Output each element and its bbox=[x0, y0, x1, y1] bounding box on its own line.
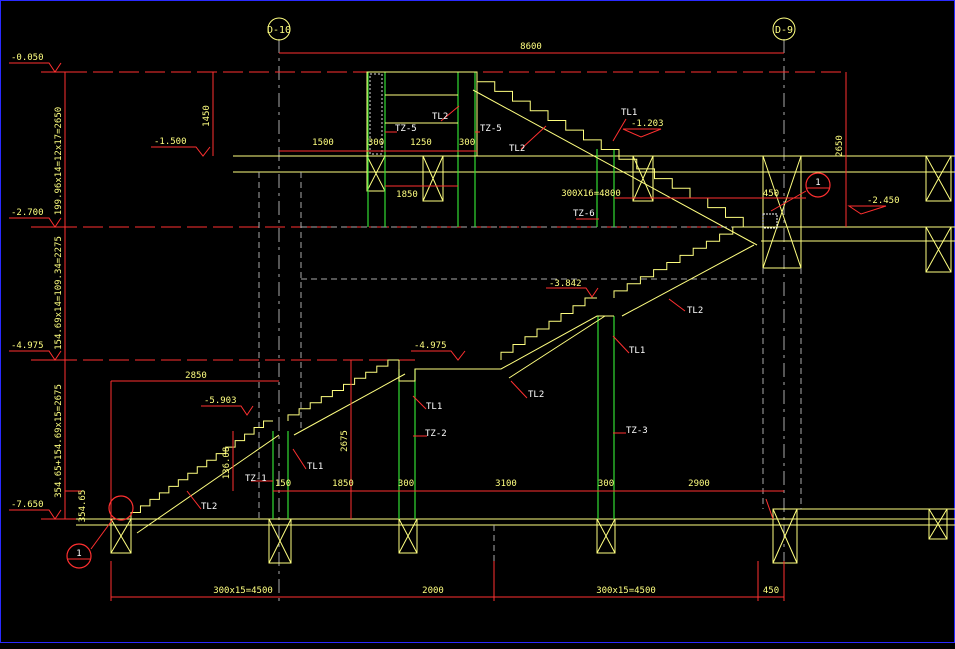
elev-3842: -3.842 bbox=[549, 279, 582, 289]
stair-step-label: 300X16=4800 bbox=[561, 189, 621, 199]
columns bbox=[110, 155, 952, 564]
stair-flight-4-soffit bbox=[621, 244, 755, 317]
label-tz5-b: TZ-5 bbox=[480, 124, 502, 134]
stair-flight-4 bbox=[613, 226, 746, 298]
vdim-small: 354.65 bbox=[78, 490, 88, 523]
dim-3100: 3100 bbox=[495, 479, 517, 489]
label-tl1-mid: TL1 bbox=[629, 346, 645, 356]
column bbox=[928, 508, 948, 540]
label-tl2-top2: TL2 bbox=[509, 144, 525, 154]
label-tz2: TZ-2 bbox=[425, 429, 447, 439]
vdim-136: 136.08 bbox=[222, 447, 232, 480]
elev-4975-mid: -4.975 bbox=[414, 341, 447, 351]
column bbox=[366, 155, 386, 192]
label-tl2-top: TL2 bbox=[432, 112, 448, 122]
stair-flight-3 bbox=[500, 297, 597, 360]
detail-callout-right: 1 bbox=[770, 172, 831, 212]
column bbox=[422, 155, 444, 202]
stair-flight-5 bbox=[476, 72, 761, 228]
label-tl1-top: TL1 bbox=[621, 108, 637, 118]
label-tl1-low: TL1 bbox=[426, 402, 442, 412]
dim-300-b: 300 bbox=[598, 479, 614, 489]
stair-flights bbox=[130, 72, 761, 534]
elev-4975-left: -4.975 bbox=[11, 341, 44, 351]
dim-450-top: 450 bbox=[763, 189, 779, 199]
label-tz3: TZ-3 bbox=[626, 426, 648, 436]
stair-flight-1 bbox=[130, 420, 273, 519]
dim-1500: 1500 bbox=[312, 138, 334, 148]
stair-landing bbox=[398, 315, 614, 382]
vdim-top: 199.96x14=12x17=2650 bbox=[54, 107, 64, 215]
dim-span: 8600 bbox=[520, 42, 542, 52]
elevation-text: -0.050 -1.500 -2.700 -4.975 -4.975 -7.65… bbox=[11, 53, 900, 510]
dim-1250: 1250 bbox=[410, 138, 432, 148]
elevation-markers bbox=[9, 62, 887, 520]
label-tl2-low: TL2 bbox=[528, 390, 544, 400]
detail-number-left: 1 bbox=[76, 549, 81, 559]
dimension-text: 8600 1500 300 1250 300 1850 300X16=4800 … bbox=[54, 42, 845, 596]
label-tl2-mid: TL2 bbox=[687, 306, 703, 316]
label-tz5-a: TZ-5 bbox=[395, 124, 417, 134]
dim-150: 150 bbox=[275, 479, 291, 489]
dim-2900: 2900 bbox=[688, 479, 710, 489]
label-tz6: TZ-6 bbox=[573, 209, 595, 219]
dim-300b: 300 bbox=[459, 138, 475, 148]
label-tz1: TZ-1 bbox=[245, 474, 267, 484]
dim-2000: 2000 bbox=[422, 586, 444, 596]
dim-450-bottom: 450 bbox=[763, 586, 779, 596]
elev-7650: -7.650 bbox=[11, 500, 44, 510]
stair-flight-1-soffit bbox=[136, 434, 280, 534]
tz-columns bbox=[272, 72, 615, 519]
dim-300: 300 bbox=[368, 138, 384, 148]
floor-slabs bbox=[76, 155, 955, 526]
column bbox=[772, 508, 798, 564]
axis-bubble-right: D-9 bbox=[772, 17, 796, 41]
column bbox=[398, 518, 418, 554]
landing-joint-hatch bbox=[762, 213, 778, 229]
column bbox=[110, 518, 132, 554]
column bbox=[925, 155, 952, 202]
axis-right-label: D-9 bbox=[775, 25, 793, 36]
elev-1203: -1.203 bbox=[631, 119, 664, 129]
column bbox=[268, 518, 292, 564]
vdim-bottom: 354.65+154.69x15=2675 bbox=[54, 384, 64, 498]
dim-1850-top: 1850 bbox=[396, 190, 418, 200]
label-tl2-bottom: TL2 bbox=[201, 502, 217, 512]
dim-4500-left: 300x15=4500 bbox=[213, 586, 273, 596]
axis-left-label: D-10 bbox=[267, 25, 291, 36]
column bbox=[925, 226, 952, 273]
column bbox=[596, 518, 616, 554]
dim-4500-right: 300x15=4500 bbox=[596, 586, 656, 596]
member-labels: TL2 TL2 TL1 TZ-5 TZ-5 TZ-6 TL2 TL1 TL2 T… bbox=[186, 105, 703, 512]
elev-2700: -2.700 bbox=[11, 208, 44, 218]
axis-grid: D-10 D-9 bbox=[267, 17, 796, 601]
dim-300-a: 300 bbox=[398, 479, 414, 489]
stair-flight-5-soffit bbox=[472, 89, 758, 246]
detail-number: 1 bbox=[815, 178, 820, 188]
axis-bubble-left: D-10 bbox=[267, 17, 291, 41]
elev-1500: -1.500 bbox=[154, 137, 187, 147]
stair-flight-2 bbox=[287, 359, 399, 421]
dimension-lines bbox=[41, 52, 847, 601]
column bbox=[762, 155, 802, 269]
vdim-1450: 1450 bbox=[202, 105, 212, 127]
stair-flight-2-soffit bbox=[293, 373, 406, 436]
dim-1850: 1850 bbox=[332, 479, 354, 489]
detail-callout-left: 1 bbox=[66, 495, 134, 569]
vdim-middle: 154.69x14=109.34=2275 bbox=[54, 236, 64, 350]
dim-2850: 2850 bbox=[185, 371, 207, 381]
stair-flight-3-soffit bbox=[508, 315, 606, 379]
vdim-2675: 2675 bbox=[340, 430, 350, 452]
vdim-2650: 2650 bbox=[835, 135, 845, 157]
elev-5903: -5.903 bbox=[204, 396, 237, 406]
label-tl1-bottom: TL1 bbox=[307, 462, 323, 472]
elev-0050: -0.050 bbox=[11, 53, 44, 63]
upper-landing-box bbox=[366, 71, 478, 157]
elev-2450: -2.450 bbox=[867, 196, 900, 206]
